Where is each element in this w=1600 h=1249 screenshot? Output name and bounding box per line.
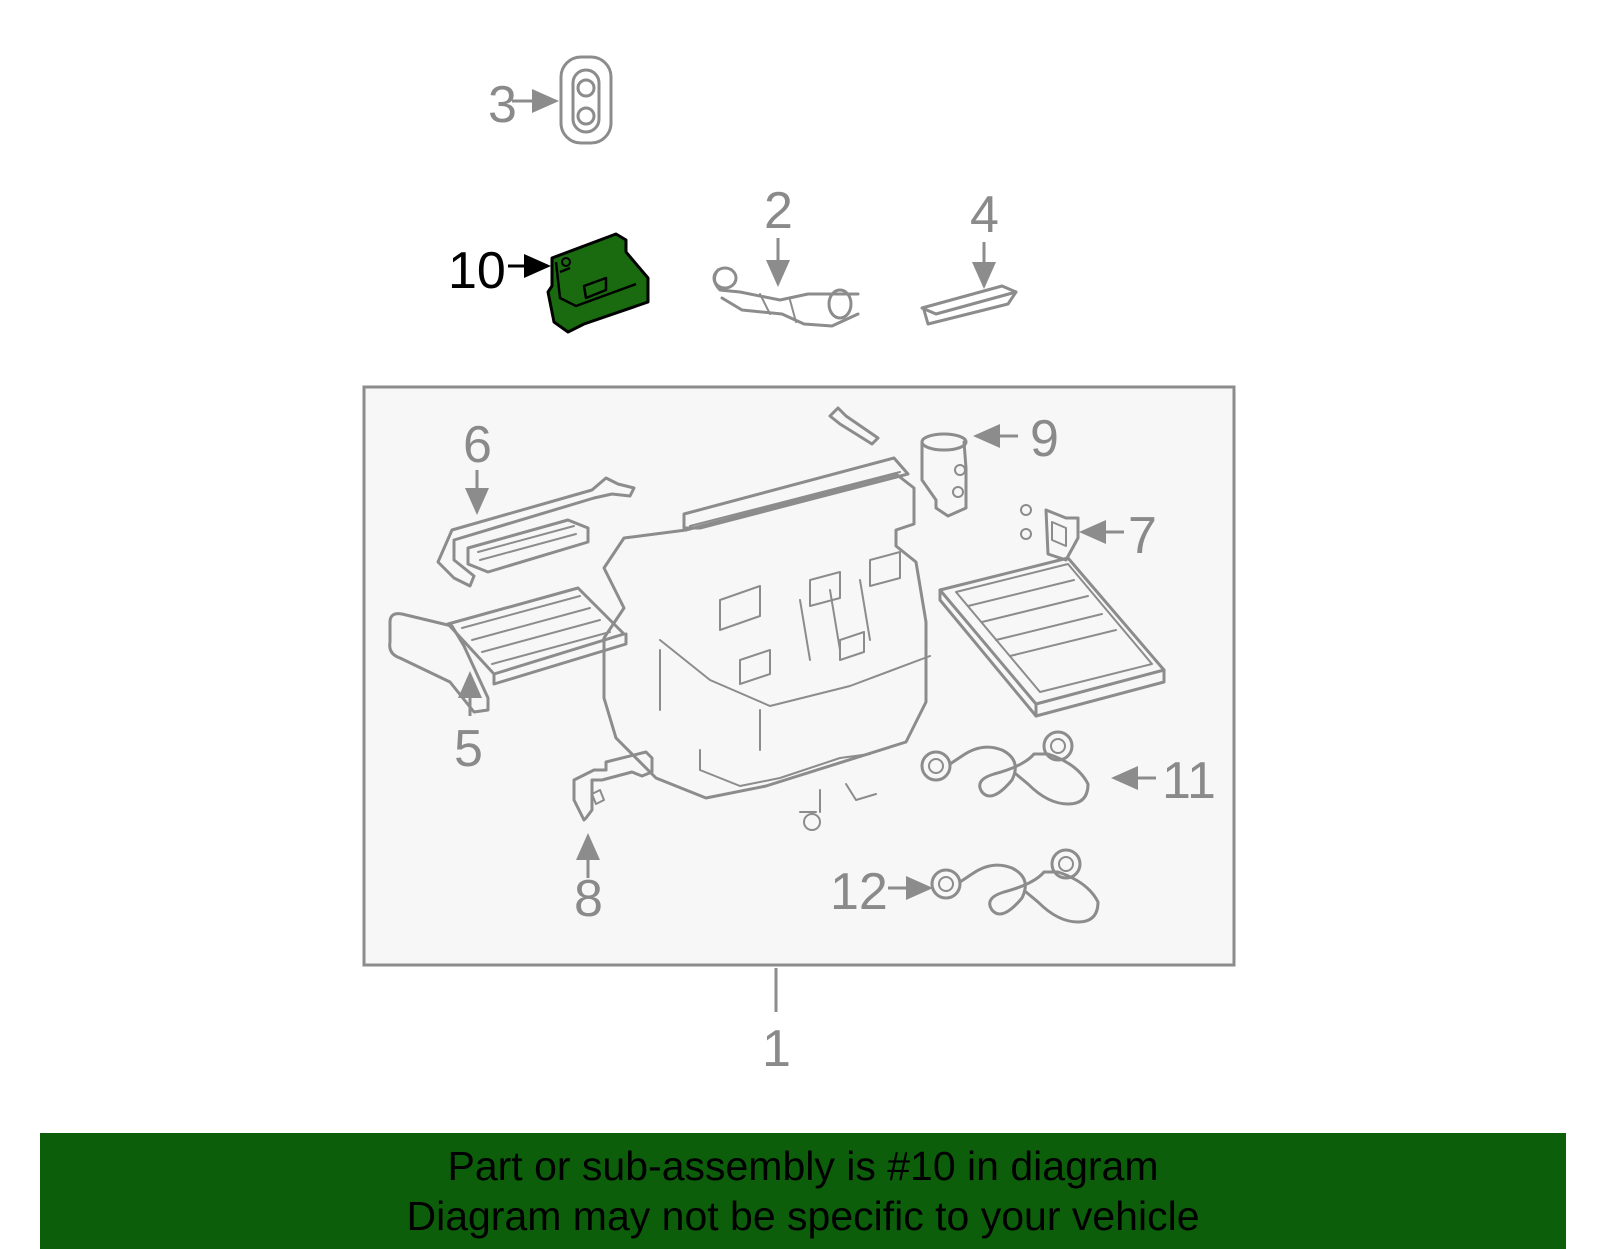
part-2-hose	[712, 266, 860, 328]
parts-diagram: 3 2 4 10 6 5	[362, 55, 1236, 1078]
callout-5: 5	[454, 720, 483, 778]
part-8-sensor	[572, 750, 654, 822]
callout-6: 6	[463, 416, 492, 474]
callout-2: 2	[764, 182, 793, 240]
part-7-bracket	[1020, 504, 1080, 562]
evaporator	[938, 556, 1166, 718]
part-6-heater-tube	[436, 476, 636, 588]
callout-12: 12	[830, 863, 888, 921]
callout-8: 8	[574, 870, 603, 928]
part-5-heater-core	[388, 586, 628, 714]
part-10-actuator	[546, 232, 650, 334]
callout-1: 1	[762, 1020, 791, 1078]
part-9-valve	[920, 432, 968, 518]
footer-line-1: Part or sub-assembly is #10 in diagram	[447, 1143, 1159, 1189]
footer-banner: Part or sub-assembly is #10 in diagram D…	[40, 1133, 1566, 1249]
callout-7: 7	[1128, 507, 1157, 565]
callout-11: 11	[1162, 752, 1216, 810]
part-3-grommet	[559, 55, 613, 145]
part-4-strip	[920, 284, 1018, 326]
bolt-top	[828, 406, 880, 446]
part-11-harness	[920, 730, 1090, 806]
callout-9: 9	[1030, 410, 1059, 468]
callout-3: 3	[488, 76, 517, 134]
callout-10: 10	[448, 242, 506, 300]
assembly-panel	[362, 385, 1236, 967]
footer-line-2: Diagram may not be specific to your vehi…	[406, 1193, 1200, 1239]
part-1-hvac-case	[602, 456, 931, 831]
callout-4: 4	[970, 186, 999, 244]
